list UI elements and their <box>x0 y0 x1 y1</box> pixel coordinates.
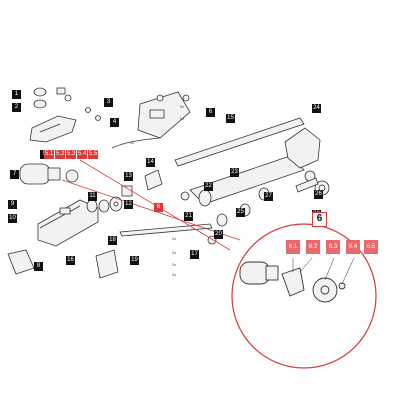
part-label-6: 6 <box>206 108 215 117</box>
part-label-5-1: 5.1 <box>44 150 55 159</box>
end-cap-part <box>284 127 321 169</box>
part-label-5-2: 5.2 <box>55 150 66 159</box>
rod-part <box>119 223 213 237</box>
cube-part <box>121 185 133 197</box>
zoom-label-6-4: 6.4 <box>346 240 360 254</box>
zoom-label-6-5: 6.5 <box>364 240 378 254</box>
bushing-part <box>180 191 190 201</box>
cable-part <box>111 137 161 149</box>
part-label-24: 24 <box>312 104 321 113</box>
housing-part <box>37 199 99 247</box>
part-label-25: 25 <box>236 208 245 217</box>
washers-part <box>86 196 123 213</box>
part-label-21: 21 <box>184 212 193 221</box>
part-label-26: 26 <box>314 190 323 199</box>
zoom-bracket-part <box>281 267 305 297</box>
long-tube-part <box>174 117 305 167</box>
part-label-27: 27 <box>264 192 273 201</box>
part-label-15: 15 <box>226 114 235 123</box>
part-label-14: 14 <box>146 158 155 167</box>
part-label-9: 9 <box>8 200 17 209</box>
zoom-label-6-3: 6.3 <box>326 240 340 254</box>
part-label-20: 20 <box>214 230 223 239</box>
part-label-17: 17 <box>190 250 199 259</box>
qty-note-4: 3x <box>172 236 177 241</box>
cover-part <box>29 115 77 143</box>
zoom-title-label-6: 6 <box>312 212 327 227</box>
part-label-2: 2 <box>12 103 21 112</box>
qty-note-2: 5x <box>180 116 185 121</box>
part-label-1: 1 <box>12 90 21 99</box>
part-label-6-red: 6 <box>154 203 163 212</box>
drive-gear-part <box>304 170 330 196</box>
small-block-part <box>56 87 66 95</box>
clamp-part <box>144 169 163 191</box>
zoom-screw-part <box>338 282 346 290</box>
motor-part <box>19 163 51 185</box>
part-label-22: 22 <box>204 182 213 191</box>
part-label-11: 11 <box>88 192 97 201</box>
callout-line-1 <box>61 179 241 241</box>
zoom-motor-part <box>239 261 271 285</box>
qty-note-5: 3x <box>172 250 177 255</box>
screw-part <box>85 107 101 121</box>
zoom-circle <box>231 223 377 369</box>
end-plate-part <box>95 249 119 279</box>
part-label-7: 7 <box>10 170 19 179</box>
part-label-5-4: 5.4 <box>77 150 88 159</box>
part-label-19: 19 <box>130 256 139 265</box>
zoom-label-6-1: 6.1 <box>286 240 300 254</box>
part-label-18: 18 <box>108 236 117 245</box>
qty-note-7: 3x <box>172 272 177 277</box>
part-label-5-5: 5.5 <box>88 150 99 159</box>
part-label-4: 4 <box>110 118 119 127</box>
part-label-23: 23 <box>230 168 239 177</box>
part-label-13: 13 <box>124 172 133 181</box>
clip-part <box>33 87 72 109</box>
bracket-part <box>7 249 35 275</box>
qty-note-1: 5x <box>180 104 185 109</box>
roller-part <box>198 189 212 207</box>
part-label-5-3: 5.3 <box>66 150 77 159</box>
part-label-10: 10 <box>8 214 17 223</box>
part-label-12: 12 <box>124 200 133 209</box>
part-label-16: 16 <box>66 256 75 265</box>
part-label-8: 8 <box>34 262 43 271</box>
qty-note-3: 4x <box>130 140 135 145</box>
zoom-label-6-2: 6.2 <box>306 240 320 254</box>
qty-note-6: 3x <box>172 262 177 267</box>
part-label-3a: 3 <box>104 98 113 107</box>
